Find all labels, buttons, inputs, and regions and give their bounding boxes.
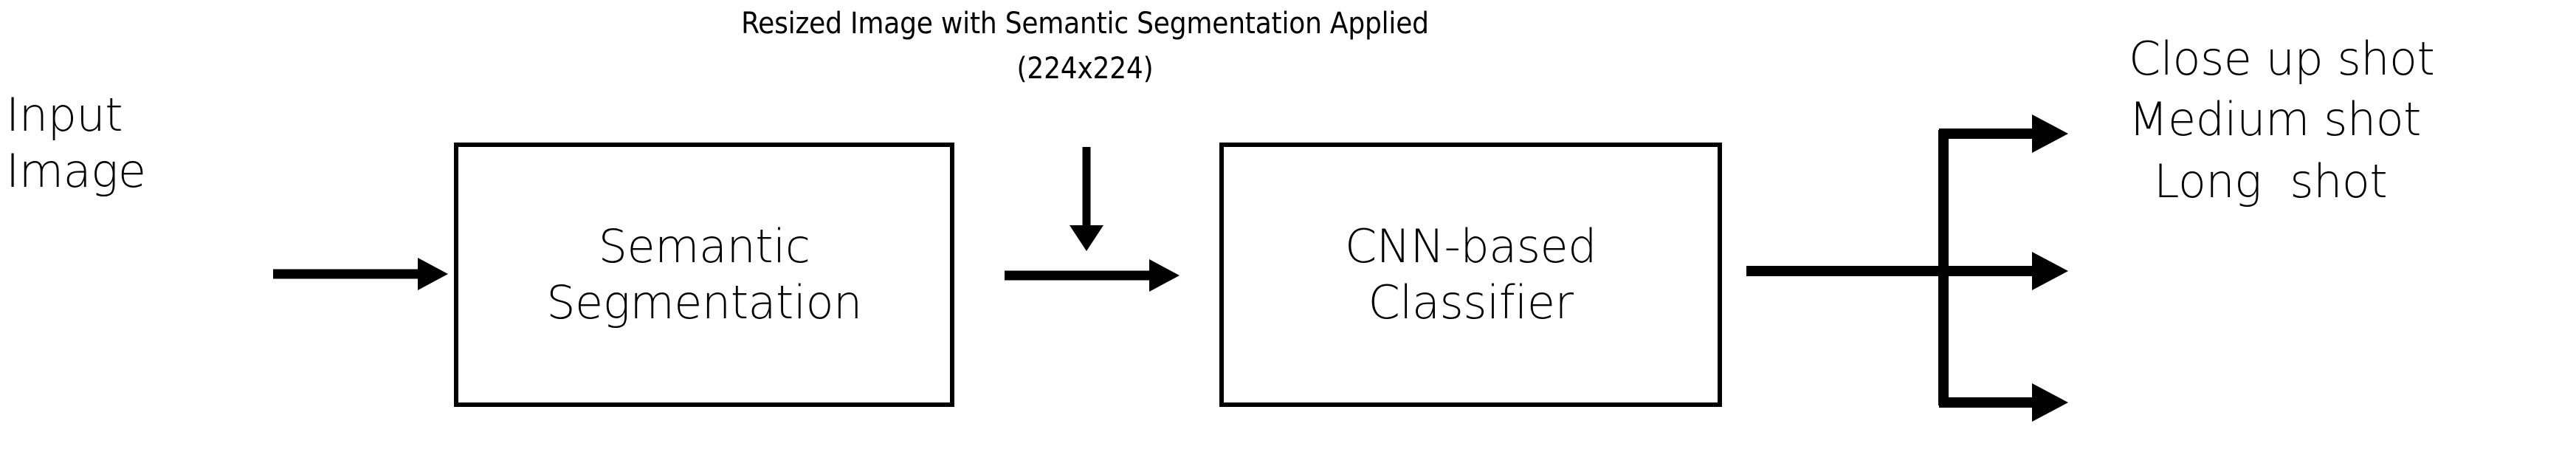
output-label-medium-shot: Medium shot: [2129, 92, 2421, 146]
stage-box-semantic-segmentation-line-1: Semantic: [598, 219, 810, 274]
stage-box-semantic-segmentation-line-2: Segmentation: [546, 275, 862, 329]
output-label-close-up-shot: Close up shot: [2129, 32, 2435, 86]
arrow-resize-down-icon: [1070, 147, 1103, 251]
input-image-label-line-1: Input: [6, 88, 123, 142]
input-image-label-line-2: Image: [6, 143, 146, 198]
stage-box-cnn-based-classifier[interactable]: CNN-based Classifier: [1219, 143, 1722, 407]
arrow-input-to-semantic-icon: [273, 258, 448, 290]
arrow-branch-to-close-up-icon: [1939, 114, 2068, 153]
arrow-branch-to-medium-icon: [1943, 252, 2068, 290]
input-image-label: Input Image: [6, 87, 249, 199]
stage-box-cnn-based-classifier-line-1: CNN-based: [1344, 219, 1597, 274]
resize-caption-line-1: Resized Image with Semantic Segmentation…: [741, 7, 1429, 41]
resize-caption: Resized Image with Semantic Segmentation…: [561, 3, 1609, 90]
arrow-semantic-to-cnn-icon: [1005, 259, 1179, 292]
stage-box-cnn-based-classifier-line-2: Classifier: [1368, 275, 1574, 329]
resize-caption-line-2: (224x224): [1016, 51, 1154, 86]
arrow-branch-to-long-icon: [1939, 383, 2068, 422]
output-label-long-shot: Long shot: [2154, 154, 2388, 208]
stage-box-semantic-segmentation[interactable]: Semantic Segmentation: [454, 143, 954, 407]
